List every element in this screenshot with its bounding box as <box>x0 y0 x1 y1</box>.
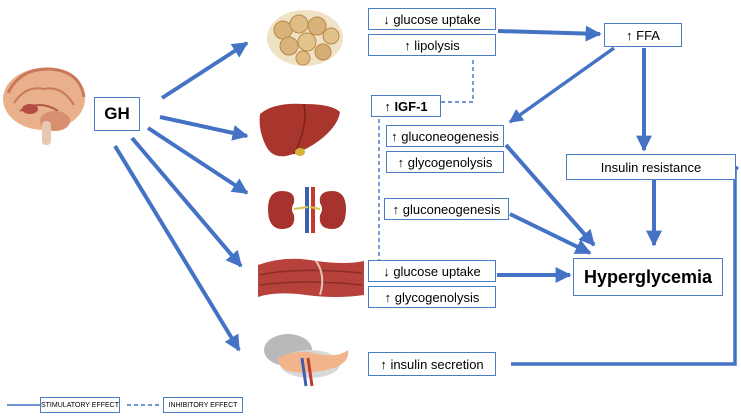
muscle-glucose-uptake-box: ↓ glucose uptake <box>368 260 496 282</box>
arrow-gh-to-adipose <box>160 41 249 100</box>
kidneys-image <box>268 187 346 233</box>
arrow-liver-to-hyperglycemia <box>504 143 596 247</box>
arrow-insulin-secretion-to-insulin-resistance <box>511 168 737 366</box>
muscle-glycogenolysis-box: ↑ glycogenolysis <box>368 286 496 308</box>
muscle-image <box>258 258 364 297</box>
liver-glycogenolysis-box: ↑ glycogenolysis <box>386 151 504 173</box>
arrow-lipolysis-to-ffa <box>497 25 602 42</box>
arrow-kidney-to-hyperglycemia <box>509 212 592 255</box>
kidney-gluconeogenesis-box: ↑ gluconeogenesis <box>384 198 509 220</box>
arrow-ffa-to-liver <box>508 46 616 124</box>
arrow-gh-to-liver <box>159 115 249 141</box>
ffa-box: ↑ FFA <box>604 23 682 47</box>
igf1-box: ↑ IGF-1 <box>371 95 441 117</box>
inhibitory-igf1-to-lipolysis <box>441 57 474 103</box>
liver-gluconeogenesis-box: ↑ gluconeogenesis <box>386 125 504 147</box>
hyperglycemia-box: Hyperglycemia <box>573 258 723 296</box>
arrow-gh-to-pancreas <box>113 144 241 352</box>
insulin-resistance-box: Insulin resistance <box>566 154 736 180</box>
adipose-tissue-image <box>267 10 343 66</box>
brain-image <box>3 67 86 145</box>
legend-inhibitory-label: INHIBITORY EFFECT <box>163 397 243 413</box>
lipolysis-box: ↑ lipolysis <box>368 34 496 56</box>
gh-box: GH <box>94 97 140 131</box>
arrow-gh-to-kidney <box>146 126 249 195</box>
legend-stimulatory-label: STIMULATORY EFFECT <box>40 397 120 413</box>
liver-image <box>259 103 340 157</box>
arrow-gh-to-muscle <box>130 136 243 268</box>
insulin-secretion-box: ↑ insulin secretion <box>368 352 496 376</box>
adipose-glucose-uptake-box: ↓ glucose uptake <box>368 8 496 30</box>
pancreas-image <box>264 334 349 387</box>
